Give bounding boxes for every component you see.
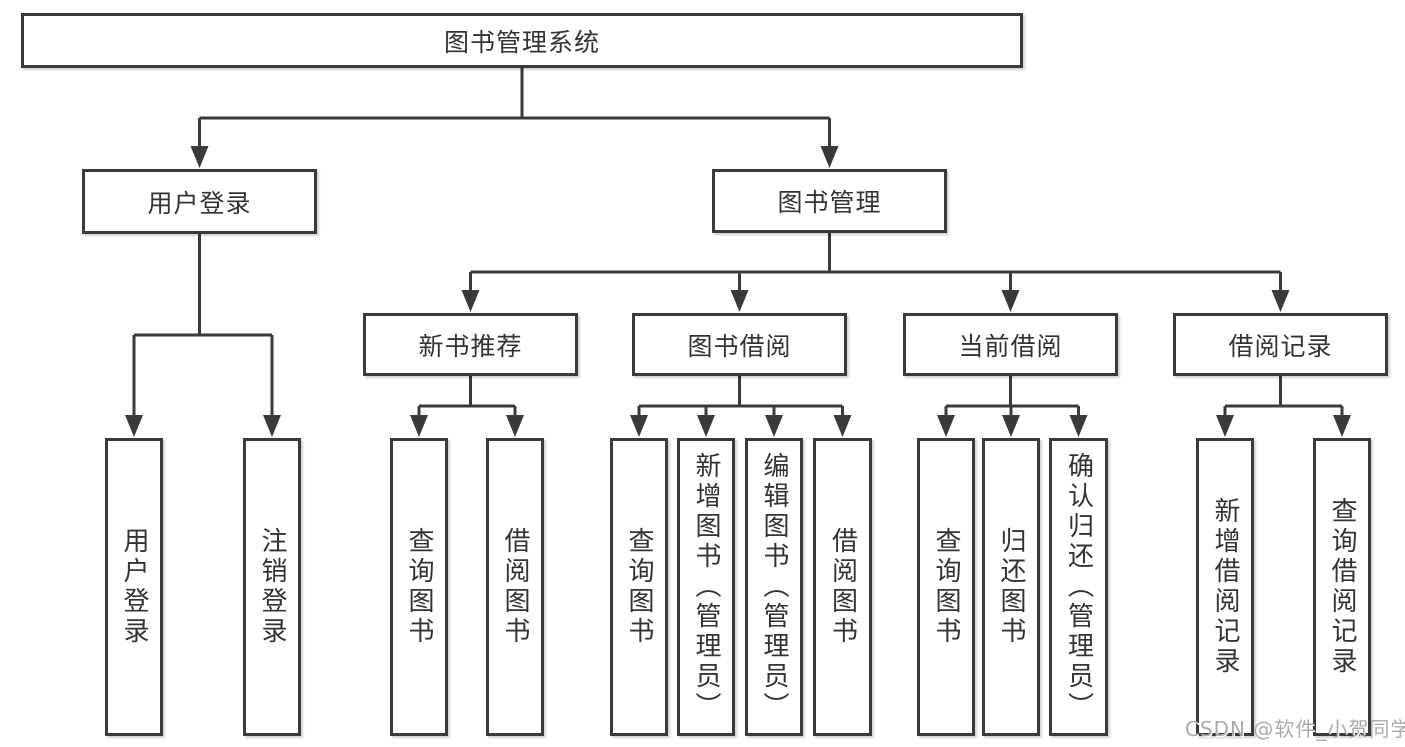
watermark: CSDN @软件_小贺同学 — [1185, 717, 1405, 741]
node-borrow-records: 借阅记录 — [1173, 313, 1388, 376]
arrowhead-icon — [125, 415, 143, 437]
node-br-query: 查询借阅记录 — [1313, 438, 1371, 736]
node-cb-query: 查询图书 — [917, 438, 975, 736]
arrowhead-icon — [1216, 415, 1234, 437]
node-label-bb-borrow: 借阅图书 — [827, 527, 858, 647]
node-bb-add: 新增图书（管理员） — [677, 438, 735, 736]
node-label-br-query: 查询借阅记录 — [1327, 497, 1357, 677]
arrowhead-icon — [1001, 290, 1020, 312]
node-book-borrow: 图书借阅 — [632, 313, 847, 376]
arrowhead-icon — [506, 415, 524, 437]
node-label-nb-query: 查询图书 — [404, 527, 434, 647]
node-bb-borrow: 借阅图书 — [813, 438, 872, 736]
node-bb-query: 查询图书 — [610, 438, 668, 736]
arrowhead-icon — [1069, 415, 1088, 437]
node-label-logout: 注销登录 — [257, 527, 287, 647]
arrowhead-icon — [630, 415, 648, 437]
node-label-user-login: 用户登录 — [147, 188, 252, 218]
arrowhead-icon — [765, 415, 783, 437]
node-nb-borrow: 借阅图书 — [486, 438, 544, 736]
arrowhead-icon — [1271, 290, 1290, 312]
node-label-br-add: 新增借阅记录 — [1210, 497, 1240, 677]
arrowhead-icon — [263, 415, 281, 437]
node-current-borrow: 当前借阅 — [903, 313, 1118, 376]
arrowhead-icon — [730, 290, 749, 312]
arrowhead-icon — [937, 415, 955, 437]
node-label-cb-confirm: 确认归还（管理员） — [1063, 452, 1094, 722]
node-label-borrow-records: 借阅记录 — [1228, 331, 1333, 361]
arrowhead-icon — [461, 290, 480, 312]
node-logout: 注销登录 — [243, 438, 301, 736]
node-cb-confirm: 确认归还（管理员） — [1049, 438, 1108, 736]
node-cb-return: 归还图书 — [982, 438, 1040, 736]
arrowhead-icon — [190, 146, 209, 168]
node-nb-query: 查询图书 — [390, 438, 448, 736]
node-user-login: 用户登录 — [82, 169, 317, 234]
node-label-nb-borrow: 借阅图书 — [500, 527, 530, 647]
arrowhead-icon — [833, 415, 852, 437]
node-new-books: 新书推荐 — [363, 313, 578, 376]
node-label-new-books: 新书推荐 — [418, 331, 523, 361]
arrowhead-icon — [697, 415, 715, 437]
node-system: 图书管理系统 — [21, 13, 1023, 68]
node-bb-edit: 编辑图书（管理员） — [745, 438, 803, 736]
node-label-current-borrow: 当前借阅 — [958, 331, 1063, 361]
arrowhead-icon — [410, 415, 428, 437]
arrowhead-icon — [1002, 415, 1020, 437]
node-book-mgmt: 图书管理 — [712, 169, 947, 233]
node-label-cb-query: 查询图书 — [931, 527, 961, 647]
node-label-cb-return: 归还图书 — [996, 527, 1026, 647]
node-label-login: 用户登录 — [119, 527, 149, 647]
node-label-bb-edit: 编辑图书（管理员） — [759, 452, 789, 722]
node-label-bb-add: 新增图书（管理员） — [691, 452, 721, 722]
node-login: 用户登录 — [105, 438, 163, 736]
node-label-book-mgmt: 图书管理 — [777, 188, 882, 217]
node-br-add: 新增借阅记录 — [1196, 438, 1254, 736]
node-label-system: 图书管理系统 — [443, 27, 600, 57]
node-label-book-borrow: 图书借阅 — [687, 331, 792, 361]
arrowhead-icon — [1333, 415, 1351, 437]
node-label-bb-query: 查询图书 — [624, 527, 654, 647]
arrowhead-icon — [820, 146, 839, 168]
